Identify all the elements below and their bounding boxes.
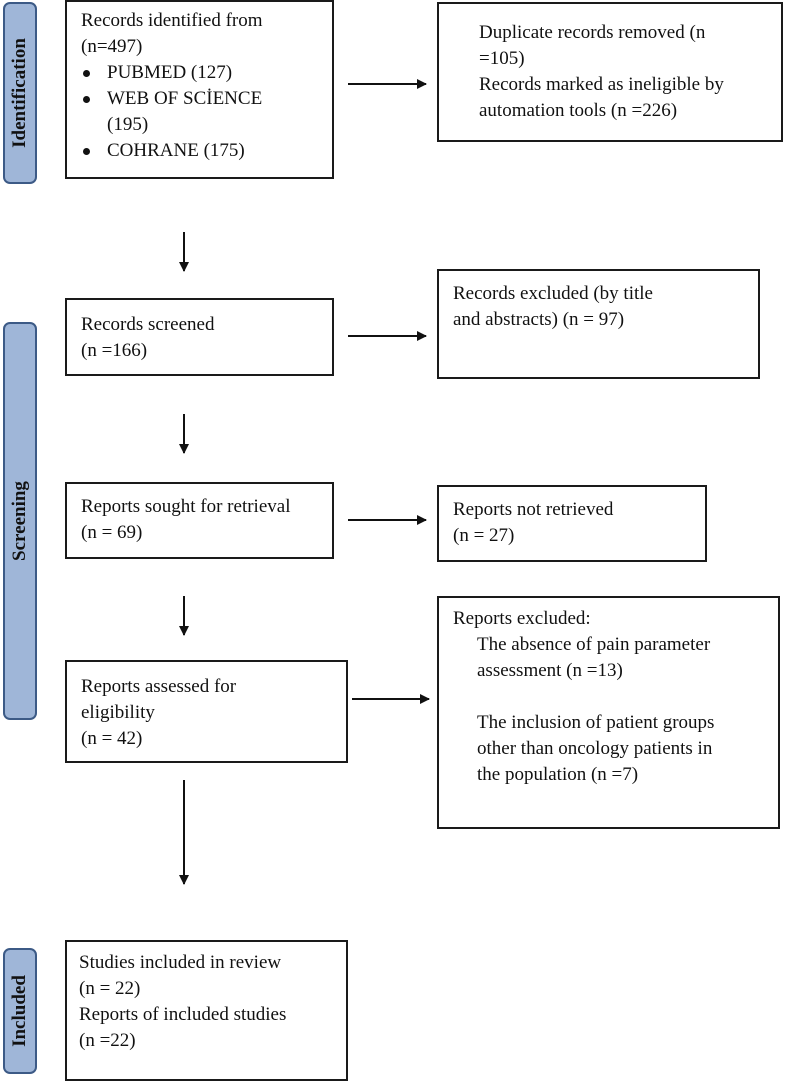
records-excluded-box: Records excluded (by title and abstracts… — [437, 269, 760, 379]
records-screened-count: (n =166) — [81, 340, 148, 361]
stage-identification: Identification — [3, 2, 37, 184]
records-excluded-line2: and abstracts) (n = 97) — [453, 309, 625, 330]
studies-included-count: (n = 22) — [79, 978, 141, 999]
reports-assessed-line1: Reports assessed for — [81, 676, 237, 697]
records-removed-box: Duplicate records removed (n =105) Recor… — [437, 2, 783, 142]
reports-included-count: (n =22) — [79, 1030, 136, 1051]
reports-sought-box: Reports sought for retrieval (n = 69) — [65, 482, 334, 559]
records-identified-count: (n=497) — [81, 36, 143, 57]
source-list: PUBMED (127) WEB OF SCİENCE(195) COHRANE… — [67, 60, 332, 164]
reports-not-retrieved-label: Reports not retrieved — [453, 499, 614, 520]
stage-screening: Screening — [3, 322, 37, 720]
reports-assessed-box: Reports assessed for eligibility (n = 42… — [65, 660, 348, 763]
reports-not-retrieved-box: Reports not retrieved (n = 27) — [437, 485, 707, 562]
exclusion-reason-1: The absence of pain parameter assessment… — [477, 634, 711, 681]
duplicates-removed-line2: =105) — [479, 48, 525, 69]
reports-not-retrieved-count: (n = 27) — [453, 525, 515, 546]
reports-excluded-box: Reports excluded: The absence of pain pa… — [437, 596, 780, 829]
reports-assessed-line2: eligibility — [81, 702, 155, 723]
records-identified-title: Records identified from — [81, 10, 263, 31]
records-excluded-line1: Records excluded (by title — [453, 283, 653, 304]
records-screened-box: Records screened (n =166) — [65, 298, 334, 376]
reports-assessed-count: (n = 42) — [81, 728, 143, 749]
reports-sought-count: (n = 69) — [81, 522, 143, 543]
ineligible-line1: Records marked as ineligible by — [479, 74, 724, 95]
reports-sought-label: Reports sought for retrieval — [81, 496, 291, 517]
stage-included: Included — [3, 948, 37, 1074]
source-item-pubmed: PUBMED (127) — [67, 60, 332, 86]
included-box: Studies included in review (n = 22) Repo… — [65, 940, 348, 1081]
duplicates-removed-line1: Duplicate records removed (n — [479, 22, 706, 43]
ineligible-line2: automation tools (n =226) — [479, 100, 678, 121]
records-identified-box: Records identified from (n=497) PUBMED (… — [65, 0, 334, 179]
source-item-wos: WEB OF SCİENCE(195) — [67, 86, 332, 138]
exclusion-reason-2: The inclusion of patient groups other th… — [477, 712, 715, 785]
source-item-cochrane: COHRANE (175) — [67, 138, 332, 164]
studies-included-label: Studies included in review — [79, 952, 282, 973]
records-screened-label: Records screened — [81, 314, 215, 335]
reports-included-label: Reports of included studies — [79, 1004, 287, 1025]
reports-excluded-title: Reports excluded: — [453, 608, 591, 629]
